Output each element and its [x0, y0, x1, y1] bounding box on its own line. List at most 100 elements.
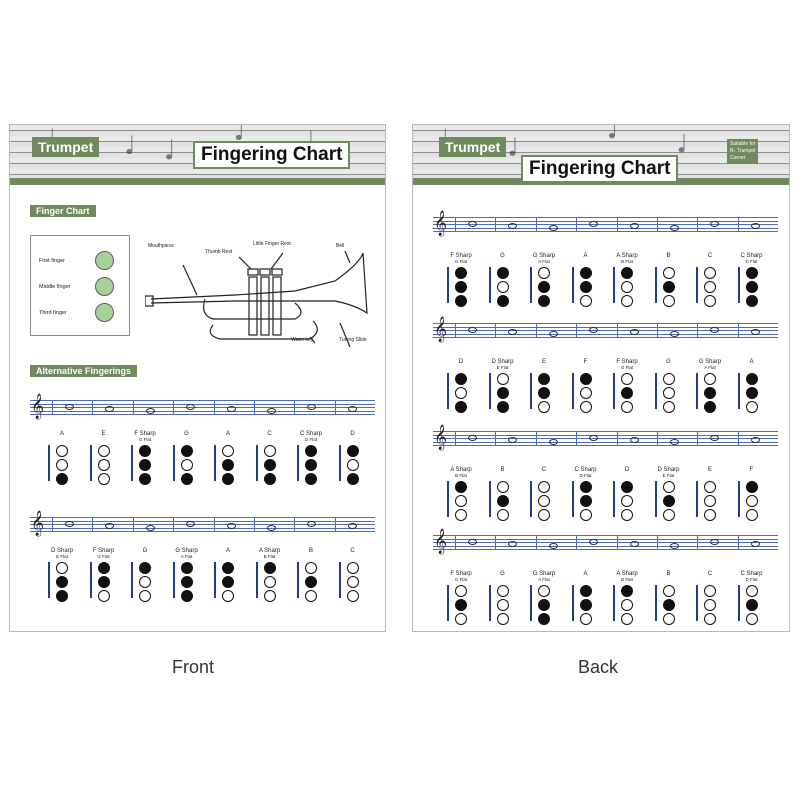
- note-head: [468, 221, 477, 227]
- valve-open: [496, 481, 509, 493]
- barline: [455, 323, 456, 337]
- note-alt-name: D Flat: [579, 473, 592, 478]
- valve-open: [538, 267, 550, 279]
- barline: [656, 323, 658, 337]
- valve-column: [56, 445, 68, 487]
- note-head: [710, 327, 720, 333]
- barline: [455, 431, 456, 445]
- note-name-text: B: [666, 253, 671, 259]
- note-label: C: [524, 467, 564, 473]
- note-label: G: [483, 253, 523, 259]
- valve-column: [305, 562, 317, 604]
- note-name-text: A Sharp: [258, 548, 281, 554]
- fingering-bar: [530, 585, 532, 621]
- valve-pressed: [621, 267, 633, 279]
- valve-column: [263, 562, 276, 604]
- valve-pressed: [180, 445, 193, 457]
- valve-open: [180, 459, 193, 471]
- note-alt-name: E Flat: [496, 365, 509, 370]
- barline: [213, 400, 215, 414]
- note-label: A: [732, 359, 772, 365]
- fingering-bar: [654, 373, 657, 409]
- fingering-bar: [338, 562, 341, 598]
- valve-open: [538, 401, 550, 413]
- note-head: [468, 435, 477, 441]
- note-name-text: G: [184, 431, 189, 437]
- note-alt-name: D Flat: [304, 437, 317, 442]
- valve-pressed: [662, 281, 675, 293]
- note-head: [105, 406, 115, 412]
- note-label: G: [167, 431, 207, 437]
- note-label: C: [690, 571, 730, 577]
- valve-column: [745, 267, 758, 309]
- valve-column: [222, 562, 234, 604]
- fingering-bar: [613, 267, 615, 303]
- valve-pressed: [538, 281, 550, 293]
- valve-open: [263, 576, 276, 588]
- note-name-text: C Sharp: [740, 253, 763, 259]
- valve-column: [621, 373, 633, 415]
- valve-pressed: [346, 473, 359, 485]
- valve-pressed: [222, 576, 234, 588]
- legend-middle-finger: Middle finger: [39, 284, 71, 290]
- valve-open: [704, 295, 716, 307]
- valve-column: [662, 585, 675, 627]
- valve-pressed: [97, 562, 110, 574]
- valve-column: [704, 373, 716, 415]
- barline: [656, 535, 658, 549]
- fingering-bar: [571, 373, 574, 409]
- valve-pressed: [222, 473, 234, 485]
- fingering-bar: [571, 481, 574, 517]
- valve-open: [222, 445, 234, 457]
- barline: [52, 517, 53, 531]
- note-alt-name: B Flat: [621, 577, 633, 582]
- barline: [737, 217, 739, 231]
- valve-open: [662, 613, 675, 625]
- valve-pressed: [496, 495, 509, 507]
- note-name-text: D: [458, 359, 464, 365]
- valve-column: [621, 585, 633, 627]
- staff-line: [433, 545, 778, 547]
- valve-pressed: [579, 481, 592, 493]
- note-head: [266, 408, 276, 414]
- barline: [535, 535, 537, 549]
- fingering-bar: [447, 267, 449, 303]
- valve-pressed: [745, 295, 758, 307]
- note-head: [710, 435, 720, 441]
- note-label: A: [208, 548, 248, 554]
- note-label: G: [483, 571, 523, 577]
- valve-open: [704, 599, 716, 611]
- barline: [576, 535, 578, 549]
- note-name-text: C Sharp: [299, 431, 322, 437]
- barline: [535, 217, 537, 231]
- staff-line: [433, 538, 778, 540]
- staff-line: [30, 410, 375, 412]
- note-name-text: G: [666, 359, 671, 365]
- valve-column: [579, 373, 592, 415]
- valve-pressed: [621, 481, 633, 493]
- fingering-bar: [447, 373, 449, 409]
- valve-column: [538, 267, 550, 309]
- note-label: F: [732, 467, 772, 473]
- valve-open: [263, 445, 276, 457]
- barline: [656, 217, 658, 231]
- valve-column: [305, 445, 317, 487]
- valve-open: [222, 590, 234, 602]
- valve-column: [346, 562, 359, 604]
- valve-open: [662, 267, 675, 279]
- valve-column: [745, 481, 758, 523]
- finger-legend: First finger Middle finger Third finger: [30, 235, 130, 336]
- treble-clef-icon: 𝄞: [31, 510, 45, 535]
- valve-pressed: [305, 473, 317, 485]
- staff-line: [30, 531, 375, 532]
- fingering-bar: [530, 373, 532, 409]
- note-head: [186, 404, 196, 410]
- note-head: [750, 437, 760, 443]
- staff-line: [30, 414, 375, 415]
- note-alt-name: D Flat: [745, 577, 758, 582]
- barline: [737, 535, 739, 549]
- fingering-bar: [737, 267, 740, 303]
